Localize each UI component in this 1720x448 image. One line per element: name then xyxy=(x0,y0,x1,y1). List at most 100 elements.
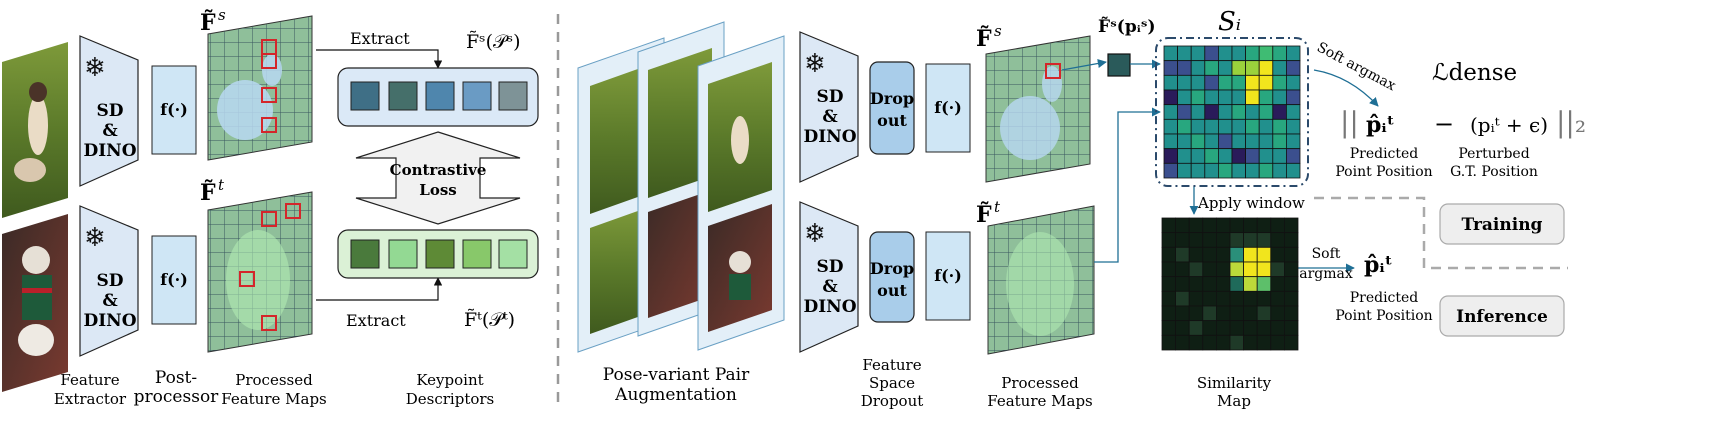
heatmap-cell xyxy=(1229,276,1245,292)
svg-text:t: t xyxy=(994,198,1001,216)
right-captions: Feature Space Dropout Processed Feature … xyxy=(861,356,1272,410)
svg-text:F̃: F̃ xyxy=(200,10,216,36)
heatmap-cell xyxy=(1229,217,1245,234)
heatmap-cell xyxy=(1175,290,1190,307)
heatmap-cell xyxy=(1245,60,1260,76)
heatmap-cell xyxy=(1231,104,1247,120)
heatmap-cell xyxy=(1231,89,1247,106)
heatmap-cell xyxy=(1284,246,1299,263)
heatmap-cell xyxy=(1163,148,1179,164)
heatmap-cell xyxy=(1270,232,1285,248)
si-label: Sᵢ xyxy=(1218,7,1241,37)
svg-text:SD: SD xyxy=(816,87,843,107)
feature-map-target-left: F̃ t xyxy=(200,176,313,353)
heatmap-cell xyxy=(1190,60,1206,76)
heatmap-cell xyxy=(1272,118,1287,135)
heatmap-cell xyxy=(1177,74,1192,91)
heatmap-cell xyxy=(1256,276,1272,292)
heatmap-cell xyxy=(1163,60,1179,76)
heatmap-cell xyxy=(1218,118,1233,135)
heatmap-cell xyxy=(1231,133,1247,150)
heatmap-cell xyxy=(1177,60,1192,76)
heatmap-cell xyxy=(1245,104,1260,120)
svg-text:Predicted: Predicted xyxy=(1350,290,1419,306)
training-dash-line xyxy=(1314,196,1568,270)
heatmap-cell xyxy=(1270,261,1285,278)
heatmap-cell xyxy=(1188,290,1204,307)
heatmap-cell xyxy=(1163,45,1179,62)
heatmap-cell xyxy=(1190,89,1206,106)
svg-text:Contrastive: Contrastive xyxy=(390,161,487,179)
heatmap-cell xyxy=(1175,334,1190,351)
heatmap-cell xyxy=(1286,74,1301,91)
heatmap-cell xyxy=(1177,148,1192,164)
svg-text:ℒdense: ℒdense xyxy=(1432,60,1517,86)
heatmap-cell xyxy=(1286,118,1301,135)
svg-text:out: out xyxy=(877,111,907,130)
heatmap-cell xyxy=(1256,290,1272,307)
svg-text:Perturbed: Perturbed xyxy=(1458,146,1529,162)
heatmap-cell xyxy=(1218,133,1233,150)
apply-window-label: Apply window xyxy=(1197,194,1305,212)
heatmap-cell xyxy=(1218,60,1233,76)
heatmap-cell xyxy=(1243,320,1258,336)
post-processor-bottom-right: f(·) xyxy=(925,231,971,321)
heatmap-cell xyxy=(1161,276,1177,292)
heatmap-cell xyxy=(1256,232,1272,248)
soft-argmax-top: Soft argmax xyxy=(1314,39,1398,94)
heatmap-cell xyxy=(1204,148,1219,164)
target-image-left xyxy=(2,214,68,392)
heatmap-cell xyxy=(1256,217,1272,234)
heatmap-cell xyxy=(1204,118,1219,135)
heatmap-cell xyxy=(1177,118,1192,135)
heatmap-cell xyxy=(1284,290,1299,307)
svg-text:p̂ᵢᵗ: p̂ᵢᵗ xyxy=(1364,252,1393,278)
heatmap-cell xyxy=(1188,276,1204,292)
descriptor-box-bottom xyxy=(337,229,539,279)
heatmap-cell xyxy=(1284,276,1299,292)
svg-text:Extractor: Extractor xyxy=(54,390,127,408)
svg-text:DINO: DINO xyxy=(803,127,856,147)
heatmap-cell xyxy=(1286,104,1301,120)
heatmap-cell xyxy=(1202,246,1217,263)
heatmap-cell xyxy=(1258,118,1274,135)
heatmap-cell xyxy=(1161,320,1177,336)
heatmap-cell xyxy=(1231,74,1247,91)
svg-text:F̃ᵗ(𝒫ᵗ): F̃ᵗ(𝒫ᵗ) xyxy=(464,309,515,331)
heatmap-cell xyxy=(1256,261,1272,278)
heatmap-cell xyxy=(1177,89,1192,106)
svg-text:Extract: Extract xyxy=(346,311,406,330)
heatmap-cell xyxy=(1175,320,1190,336)
svg-text:||₂: ||₂ xyxy=(1556,106,1586,139)
svg-text:s: s xyxy=(218,6,226,24)
svg-text:s: s xyxy=(994,22,1002,40)
heatmap-cell xyxy=(1202,320,1217,336)
heatmap-cell xyxy=(1188,334,1204,351)
heatmap-cell xyxy=(1229,305,1245,322)
heatmap-cell xyxy=(1190,74,1206,91)
dense-loss: ℒdense || p̂ᵢᵗ − (pᵢᵗ + ϵ) ||₂ Predicted… xyxy=(1335,60,1586,180)
heatmap-cell xyxy=(1284,334,1299,351)
heatmap-cell xyxy=(1218,162,1233,179)
heatmap-cell xyxy=(1188,217,1204,234)
svg-text:&: & xyxy=(102,291,118,311)
heatmap-cell xyxy=(1163,89,1179,106)
heatmap-cell xyxy=(1258,89,1274,106)
svg-text:−: − xyxy=(1434,110,1454,138)
heatmap-cell xyxy=(1270,334,1285,351)
heatmap-cell xyxy=(1284,261,1299,278)
heatmap-cell xyxy=(1204,89,1219,106)
heatmap-cell xyxy=(1258,133,1274,150)
heatmap-cell xyxy=(1245,89,1260,106)
heatmap-cell xyxy=(1216,232,1231,248)
svg-text:f(·): f(·) xyxy=(160,270,188,289)
svg-text:Feature Maps: Feature Maps xyxy=(987,392,1093,410)
heatmap-cell xyxy=(1229,246,1245,263)
heatmap-cell xyxy=(1188,246,1204,263)
svg-text:Similarity: Similarity xyxy=(1197,374,1272,392)
svg-text:t: t xyxy=(218,176,225,194)
svg-text:Extract: Extract xyxy=(350,29,410,48)
heatmap-cell xyxy=(1270,290,1285,307)
heatmap-cell xyxy=(1231,148,1247,164)
heatmap-cell xyxy=(1245,118,1260,135)
